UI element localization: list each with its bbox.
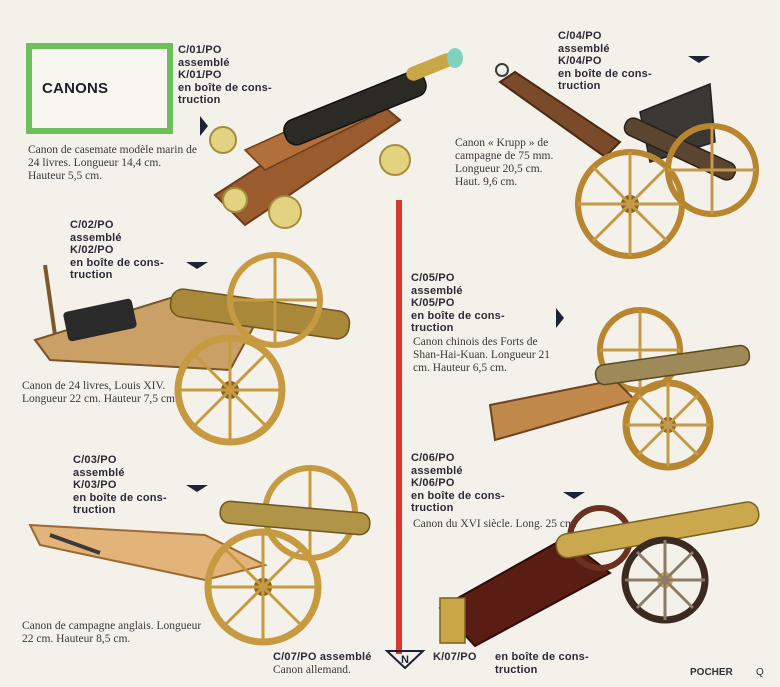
item-1-codes: C/01/PO assemblé K/01/PO en boîte de con… — [178, 44, 272, 107]
casemate-cannon-image — [209, 48, 463, 229]
section-title: CANONS — [42, 80, 109, 97]
item-4-code-line: assemblé — [558, 42, 610, 55]
item-3-code-line: en boîte de cons- — [73, 491, 167, 504]
item-7-kit-line: truction — [495, 663, 538, 676]
item-6-code-line: C/06/PO — [411, 452, 455, 464]
sixteenth-century-cannon-image — [438, 501, 760, 648]
item-7-assembled-code: C/07/PO assemblé — [273, 651, 372, 663]
chinese-cannon-image — [488, 307, 751, 471]
item-5-code-line: truction — [411, 322, 454, 334]
item-5-codes: C/05/PO assemblé K/05/PO en boîte de con… — [411, 272, 505, 335]
item-7-kit-code: K/07/PO — [433, 651, 477, 663]
item-2-code-line: K/02/PO — [70, 244, 114, 256]
column-divider — [396, 200, 402, 654]
item-7-kit-text: en boîte de cons- truction — [495, 651, 589, 676]
krupp-cannon-image — [495, 63, 759, 259]
item-1-code-line: en boîte de cons- — [178, 81, 272, 94]
louis-xiv-cannon-image — [33, 252, 351, 446]
logo-badge-letter: N — [401, 654, 409, 666]
item-5-description: Canon chinois des Forts de Shan-Hai-Kuan… — [413, 336, 551, 374]
item-2-code-line: en boîte de cons- — [70, 256, 164, 269]
item-3-code-line: C/03/PO — [73, 454, 117, 466]
item-7-description: Canon allemand. — [273, 664, 351, 676]
item-2-codes: C/02/PO assemblé K/02/PO en boîte de con… — [70, 219, 164, 282]
item-5-code-line: K/05/PO — [411, 297, 455, 309]
item-1-code-line: C/01/PO — [178, 44, 222, 56]
english-field-cannon-image — [28, 465, 371, 646]
item-4-code-line: C/04/PO — [558, 30, 602, 42]
item-5-code-line: C/05/PO — [411, 272, 455, 284]
item-2-description: Canon de 24 livres, Louis XIV. Longueur … — [22, 380, 178, 405]
item-1-code-line: truction — [178, 94, 221, 106]
item-4-codes: C/04/PO assemblé K/04/PO en boîte de con… — [558, 30, 652, 93]
item-1-code-line: assemblé — [178, 56, 230, 69]
item-7-kit-line: en boîte de cons- — [495, 651, 589, 663]
item-2-code-line: truction — [70, 269, 113, 281]
item-6-code-line: en boîte de cons- — [411, 489, 505, 502]
item-6-description: Canon du XVI siècle. Long. 25 cm. — [413, 518, 577, 530]
pointer-arrow-icon — [563, 492, 585, 499]
pointer-arrow-icon — [186, 262, 208, 269]
item-3-codes: C/03/PO assemblé K/03/PO en boîte de con… — [73, 454, 167, 517]
footer-brand: POCHER — [690, 667, 733, 678]
section-title-box: CANONS — [26, 43, 173, 134]
item-4-code-line: truction — [558, 80, 601, 92]
item-4-code-line: K/04/PO — [558, 55, 602, 67]
item-2-code-line: assemblé — [70, 231, 122, 244]
item-6-code-line: truction — [411, 502, 454, 514]
item-1-description: Canon de casemate modèle marin de 24 liv… — [28, 144, 197, 182]
item-3-code-line: assemblé — [73, 466, 125, 479]
page-number: Q — [756, 667, 764, 678]
pointer-arrow-icon — [200, 116, 208, 136]
item-3-code-line: truction — [73, 504, 116, 516]
pocher-logo-icon: N — [384, 650, 426, 670]
pointer-arrow-icon — [556, 308, 564, 328]
item-4-code-line: en boîte de cons- — [558, 67, 652, 80]
item-1-code-line: K/01/PO — [178, 69, 222, 81]
item-6-code-line: K/06/PO — [411, 477, 455, 489]
item-6-code-line: assemblé — [411, 464, 463, 477]
item-5-code-line: assemblé — [411, 284, 463, 297]
item-5-code-line: en boîte de cons- — [411, 309, 505, 322]
item-3-description: Canon de campagne anglais. Longueur 22 c… — [22, 620, 202, 645]
item-2-code-line: C/02/PO — [70, 219, 114, 231]
pointer-arrow-icon — [688, 56, 710, 63]
pointer-arrow-icon — [186, 485, 208, 492]
item-6-codes: C/06/PO assemblé K/06/PO en boîte de con… — [411, 452, 505, 515]
item-4-description: Canon « Krupp » de campagne de 75 mm. Lo… — [455, 137, 554, 188]
item-3-code-line: K/03/PO — [73, 479, 117, 491]
